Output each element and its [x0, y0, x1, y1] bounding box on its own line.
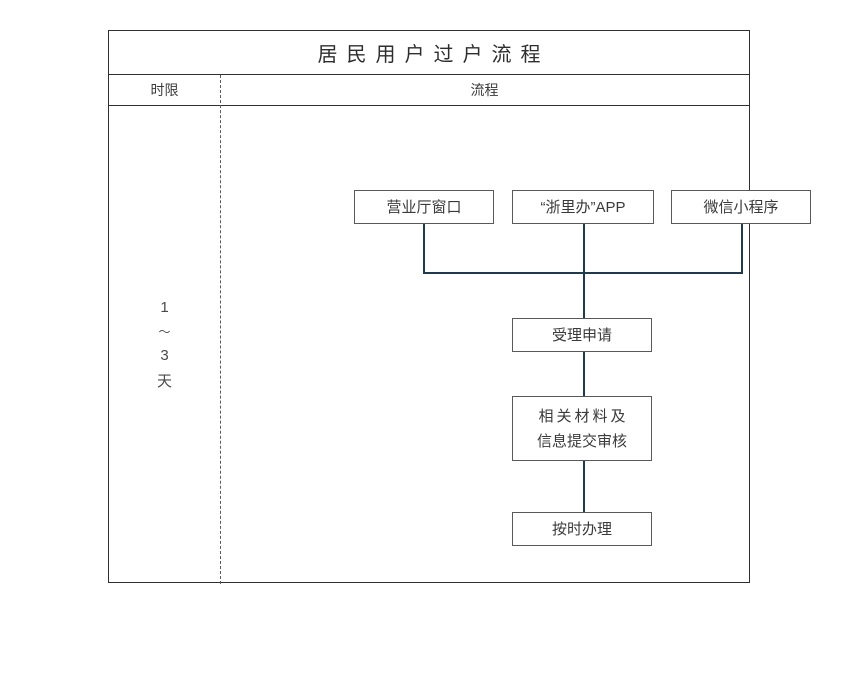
connector-hall-down [423, 224, 425, 273]
time-limit-tilde: ～ [158, 325, 171, 339]
flow-node-zhelibar-app[interactable]: “浙里办”APP [512, 190, 654, 224]
flow-node-hall-window[interactable]: 营业厅窗口 [354, 190, 494, 224]
time-limit-unit: 天 [156, 373, 172, 390]
flow-node-submit-materials-label-line2: 信息提交审核 [536, 432, 627, 450]
flow-canvas: 营业厅窗口 “浙里办”APP 微信小程序 受理申请 相关材料及 信息提交审核 按… [220, 106, 811, 584]
page-title: 居民用户过户流程 [317, 44, 550, 66]
connector-merge-to-accept [583, 272, 585, 318]
flow-node-wechat-miniprogram[interactable]: 微信小程序 [671, 190, 811, 224]
table-title-row: 居民用户过户流程 [109, 31, 749, 75]
flow-node-process-on-time-label: 按时办理 [551, 520, 612, 538]
flow-node-hall-window-label: 营业厅窗口 [386, 198, 462, 216]
column-header-row: 时限 流程 [109, 75, 749, 106]
connector-app-down [583, 224, 585, 273]
connector-miniapp-down [741, 224, 743, 273]
flow-node-zhelibar-app-label: “浙里办”APP [540, 198, 626, 216]
flow-node-accept-application-label: 受理申请 [551, 326, 612, 344]
flow-node-submit-materials[interactable]: 相关材料及 信息提交审核 [512, 396, 652, 461]
table-body-row: 1 ～ 3 天 营业厅窗口 “浙里办”APP 微信小程序 [109, 106, 811, 584]
flowchart-table: 居民用户过户流程 时限 流程 1 ～ 3 天 营业厅窗口 [108, 30, 811, 584]
column-header-time-limit: 时限 [150, 82, 179, 98]
flow-node-process-on-time[interactable]: 按时办理 [512, 512, 652, 546]
flow-node-accept-application[interactable]: 受理申请 [512, 318, 652, 352]
column-header-process: 流程 [470, 82, 499, 98]
time-limit-end: 3 [160, 347, 169, 364]
time-limit-start: 1 [160, 299, 169, 316]
time-limit-cell: 1 ～ 3 天 [109, 106, 220, 584]
column-divider [220, 75, 221, 584]
flow-node-submit-materials-label-line1: 相关材料及 [538, 407, 629, 425]
connector-materials-to-handle [583, 461, 585, 512]
connector-accept-to-materials [583, 352, 585, 396]
flow-node-wechat-miniprogram-label: 微信小程序 [703, 198, 779, 216]
